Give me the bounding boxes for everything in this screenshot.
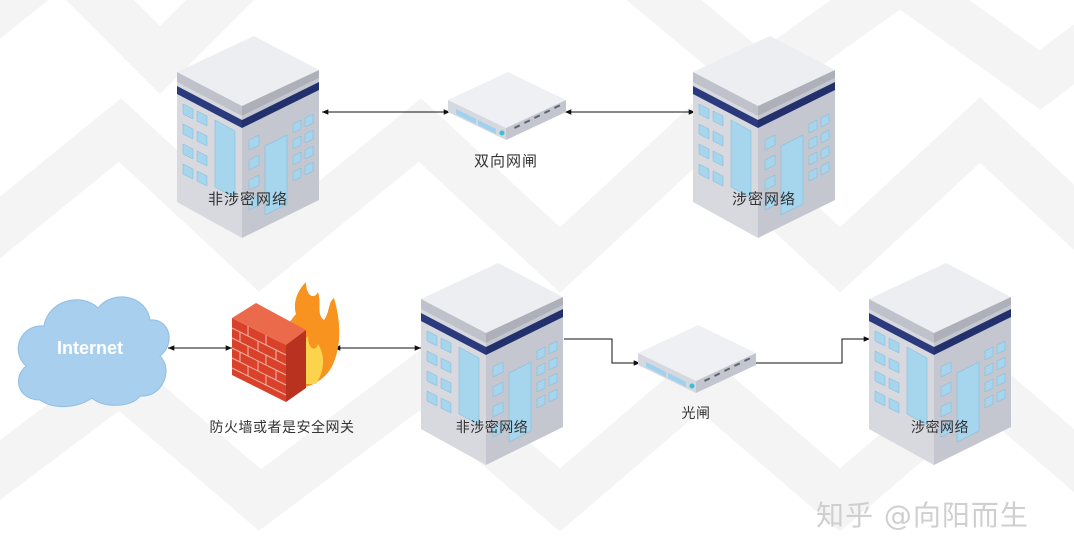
label-top-left-building: 非涉密网络: [207, 190, 289, 208]
label-firewall: 防火墙或者是安全网关: [209, 420, 355, 436]
watermark: 知乎 @向阳而生: [816, 499, 1029, 532]
label-top-right-building: 涉密网络: [731, 190, 797, 208]
firewall-icon: [231, 282, 340, 402]
internet-cloud-icon: Internet: [17, 296, 170, 407]
label-bidirectional-gateway: 双向网闸: [473, 152, 539, 170]
connector-optical-gateway-to-building: [755, 336, 870, 364]
internet-label: Internet: [57, 338, 123, 358]
bidirectional-gateway-icon: [448, 72, 566, 140]
label-bottom-right-building: 涉密网络: [911, 420, 969, 436]
label-optical-gateway: 光闸: [681, 406, 711, 422]
label-bottom-middle-building: 非涉密网络: [455, 420, 529, 436]
connector-building-to-optical-gateway: [564, 338, 640, 366]
optical-gateway-icon: [638, 325, 756, 393]
